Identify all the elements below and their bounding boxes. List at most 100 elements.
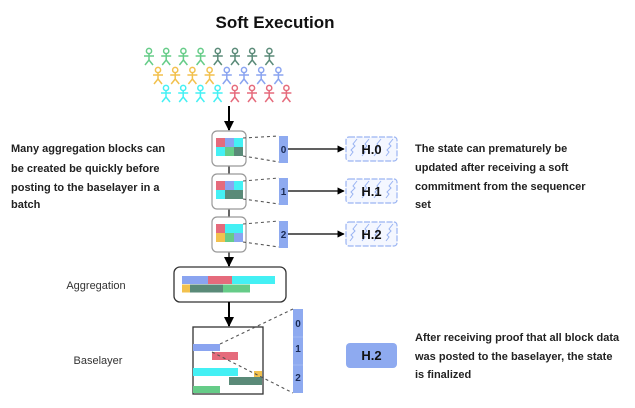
baselayer-zoom-line-top xyxy=(219,308,294,345)
person-icon xyxy=(161,84,171,103)
posted-tx-blue xyxy=(193,344,220,351)
block-zoom-line xyxy=(242,241,280,248)
aggregation-label: Aggregation xyxy=(66,280,125,292)
right-note-line: set xyxy=(415,199,431,211)
person-icon xyxy=(273,66,284,85)
left-note-line: be created be quickly before xyxy=(11,163,160,175)
posted-tx-cyan xyxy=(193,368,238,376)
tx-cell xyxy=(234,147,243,156)
block-index-label: 0 xyxy=(281,145,287,156)
baselayer-index-2: 2 xyxy=(295,373,301,384)
tx-cell xyxy=(216,138,225,147)
baselayer-index-0: 0 xyxy=(295,319,301,330)
person-icon xyxy=(239,66,249,85)
baselayer-label: Baselayer xyxy=(74,355,123,367)
person-icon xyxy=(230,47,240,66)
aggregated-tx-cyan xyxy=(232,276,275,284)
person-icon xyxy=(195,84,206,103)
block-index-strip xyxy=(279,178,288,205)
aggregated-tx-green xyxy=(223,284,250,293)
aggregation-block-1: 1 H.1 xyxy=(211,173,398,210)
aggregation-block-0: 0 H.0 xyxy=(211,130,398,167)
aggregated-tx-yellow xyxy=(182,284,190,293)
person-icon xyxy=(204,66,215,85)
baselayer-index-strip xyxy=(293,309,303,393)
soft-state-box: H.2 xyxy=(345,221,398,247)
tx-cell xyxy=(234,181,243,190)
person-icon xyxy=(178,47,189,66)
final-note-line: After receiving proof that all block dat… xyxy=(415,332,620,344)
soft-state-label: H.2 xyxy=(361,227,381,242)
posted-tx-yellow xyxy=(254,371,262,378)
soft-state-label: H.1 xyxy=(361,184,381,199)
aggregated-tx-darkgreen xyxy=(190,284,223,293)
posted-tx-red xyxy=(212,352,238,360)
person-icon xyxy=(153,66,163,85)
block-index-strip xyxy=(279,136,288,163)
tx-cell xyxy=(225,224,243,233)
tx-cell xyxy=(225,181,234,190)
aggregated-tx-red xyxy=(208,276,232,284)
right-note-line: updated after receiving a soft xyxy=(415,162,569,174)
tx-cell xyxy=(234,233,243,242)
tx-cell xyxy=(216,224,225,233)
tx-cell xyxy=(225,190,243,199)
tx-cell xyxy=(225,147,234,156)
person-icon xyxy=(144,47,154,66)
block-zoom-line xyxy=(242,177,280,182)
person-icon xyxy=(221,66,232,85)
person-icon xyxy=(256,66,267,85)
block-zoom-line xyxy=(242,135,280,139)
block-zoom-line xyxy=(242,155,280,163)
baselayer-index-1: 1 xyxy=(295,344,301,355)
tx-cell xyxy=(225,233,234,242)
left-note-line: Many aggregation blocks can xyxy=(11,143,165,155)
posted-tx-green xyxy=(193,386,220,393)
soft-state-label: H.0 xyxy=(361,142,381,157)
tx-cell xyxy=(216,181,225,190)
block-index-label: 2 xyxy=(281,230,287,241)
left-note-line: batch xyxy=(11,199,41,211)
posted-tx-darkgreen xyxy=(229,377,262,385)
left-note: Many aggregation blocks can be created b… xyxy=(11,143,168,211)
baselayer-bars xyxy=(193,344,262,393)
block-index-label: 1 xyxy=(281,187,287,198)
aggregation-block-2: 2 H.2 xyxy=(211,216,398,253)
person-icon xyxy=(161,47,172,66)
person-icon xyxy=(195,47,206,66)
person-icon xyxy=(212,84,223,103)
right-note: The state can prematurely be updated aft… xyxy=(415,143,589,211)
block-zoom-line xyxy=(242,198,280,205)
diagram-title: Soft Execution xyxy=(215,13,334,32)
person-icon xyxy=(264,84,275,103)
person-icon xyxy=(247,47,258,66)
tx-cell xyxy=(216,147,225,156)
right-note-line: commitment from the sequencer xyxy=(415,181,586,193)
right-note-line: The state can prematurely be xyxy=(415,143,567,155)
block-zoom-line xyxy=(242,220,280,225)
aggregation-blocks: 0 H.0 1 H.1 2 H.2 xyxy=(211,130,398,253)
person-icon xyxy=(281,84,292,103)
sequencer-crowd xyxy=(144,47,292,103)
person-icon xyxy=(187,66,198,85)
final-state-label: H.2 xyxy=(361,348,381,363)
person-icon xyxy=(170,66,181,85)
aggregated-tx-blue xyxy=(182,276,208,284)
soft-state-box: H.1 xyxy=(345,178,398,204)
block-index-strip xyxy=(279,221,288,248)
person-icon xyxy=(178,84,189,103)
tx-cell xyxy=(216,190,225,199)
person-icon xyxy=(264,47,275,66)
aggregation-bars xyxy=(182,276,275,293)
tx-cell xyxy=(225,138,234,147)
final-note-line: was posted to the baselayer, the state xyxy=(414,351,612,363)
tx-cell xyxy=(216,233,225,242)
tx-cell xyxy=(234,138,243,147)
person-icon xyxy=(229,84,240,103)
final-note: After receiving proof that all block dat… xyxy=(414,332,622,381)
final-note-line: is finalized xyxy=(415,369,471,381)
person-icon xyxy=(247,84,257,103)
left-note-line: posting to the baselayer in a xyxy=(11,182,160,194)
person-icon xyxy=(212,47,223,66)
